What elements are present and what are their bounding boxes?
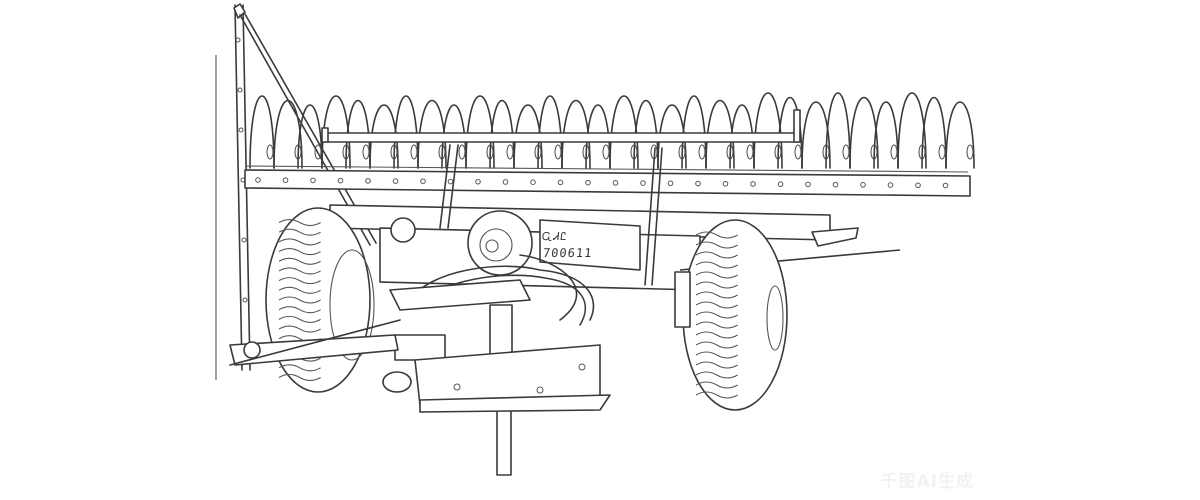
brand-script-label: ᏩᏗᏝ (541, 230, 569, 243)
tine-carrier-beam (244, 165, 971, 197)
gearbox (390, 210, 641, 276)
rake-tines (249, 92, 975, 169)
right-wheel (674, 219, 788, 411)
left-wheel (265, 207, 375, 393)
left-frame-post (215, 3, 251, 380)
top-rail (321, 109, 801, 143)
skid-plate (414, 344, 611, 413)
drawbar (229, 279, 531, 393)
serial-number-label: 700611 (542, 246, 594, 260)
watermark: 千图AI生成 (880, 472, 974, 492)
